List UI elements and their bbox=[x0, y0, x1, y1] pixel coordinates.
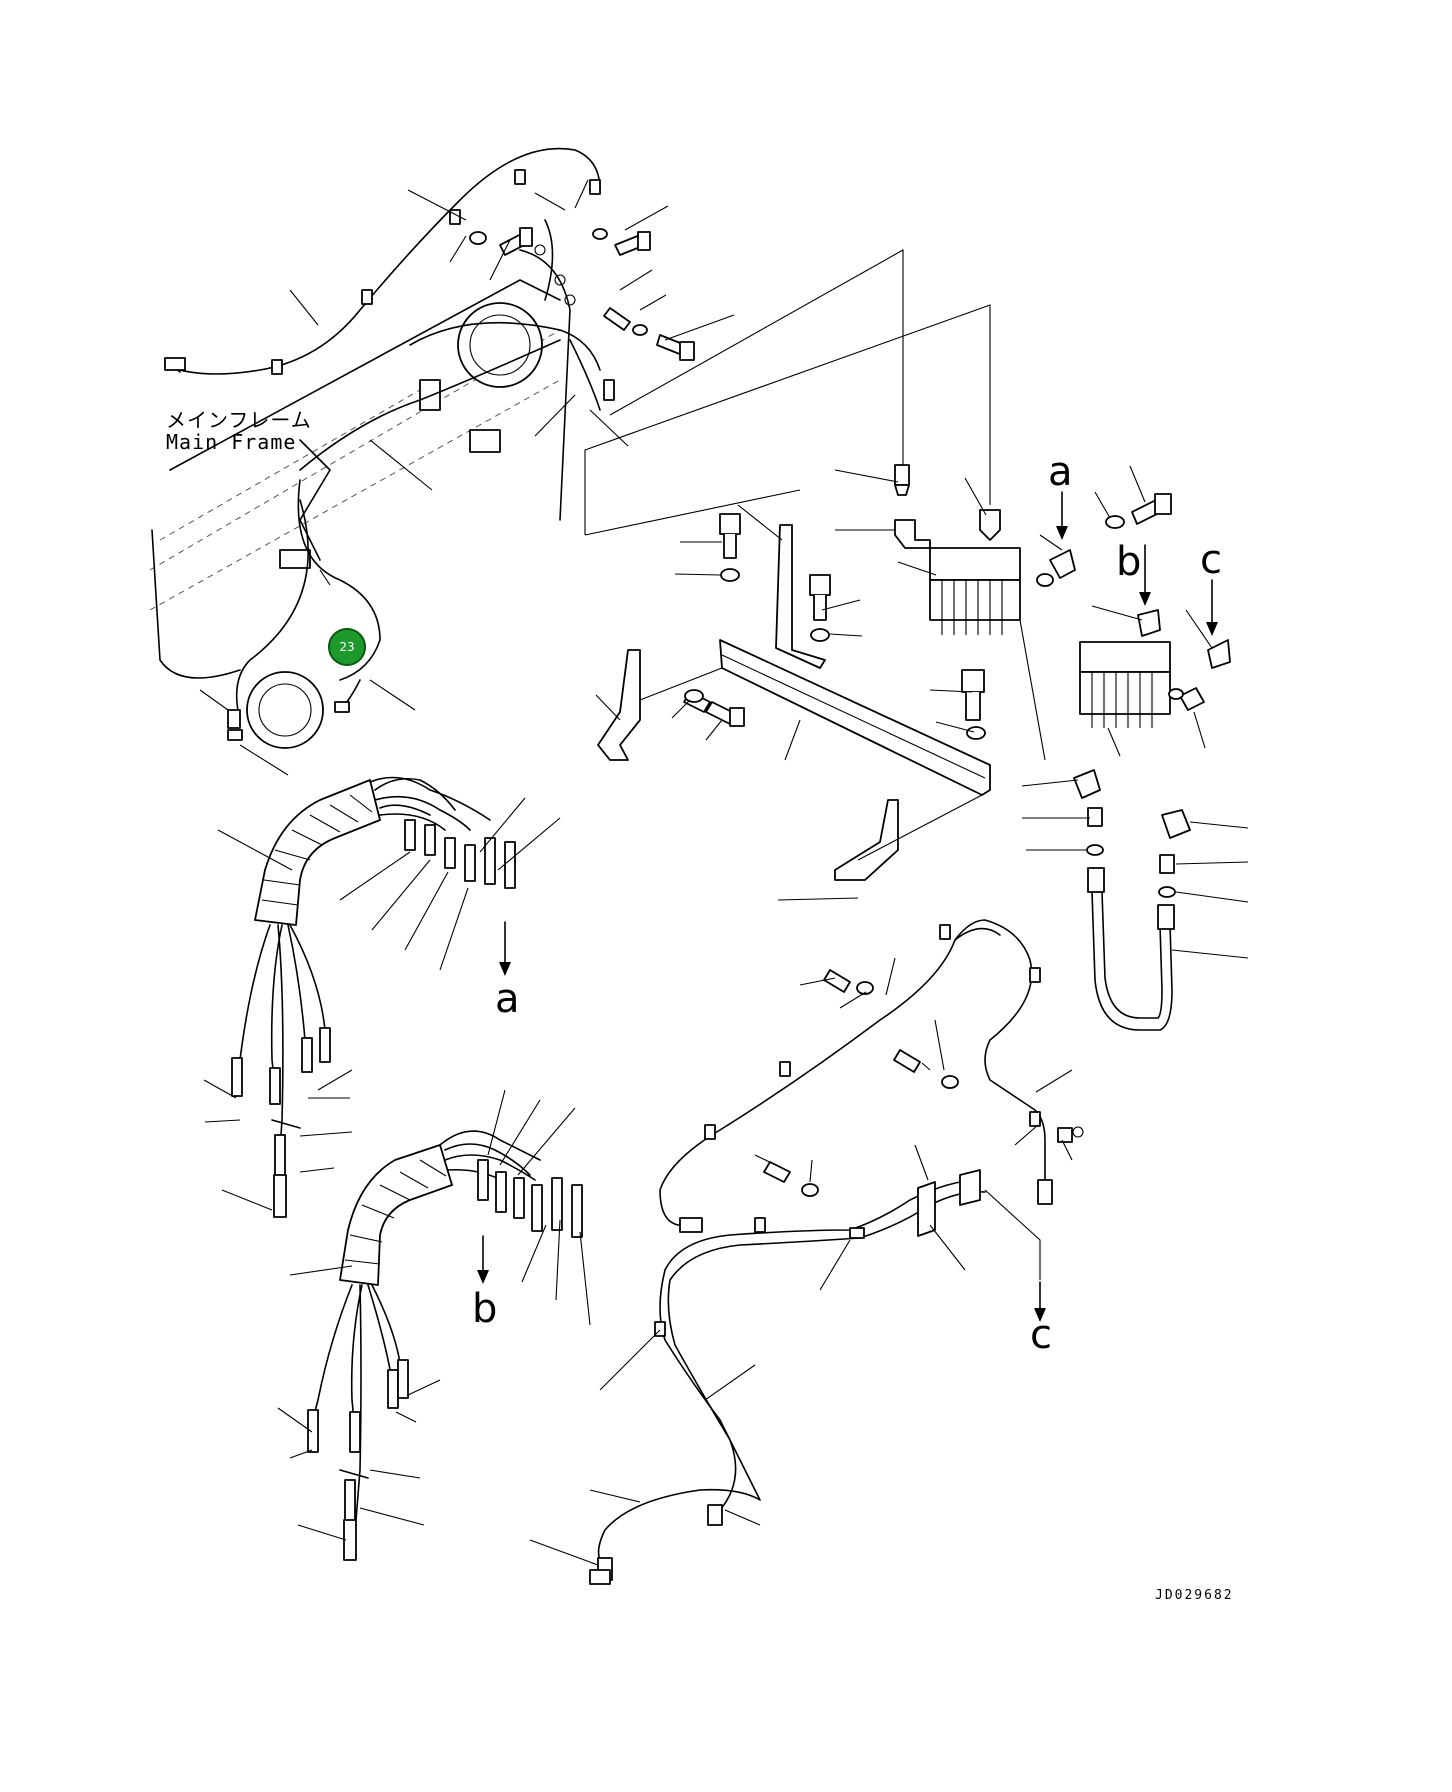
hose-assembly bbox=[1021, 769, 1249, 1031]
frame-to-block-lines bbox=[584, 249, 991, 536]
arrow-label-a-bottom: a bbox=[495, 976, 520, 1022]
harness-a bbox=[231, 776, 516, 1218]
lube-block-a bbox=[894, 464, 1172, 635]
right-cable bbox=[659, 919, 1084, 1233]
arrow-label-b-top: b bbox=[1116, 539, 1141, 585]
arrow-label-a-top: a bbox=[1048, 449, 1073, 495]
bottom-right-cable bbox=[529, 1144, 1041, 1581]
main-frame-label-jp: メインフレーム bbox=[166, 408, 312, 432]
lube-block-b bbox=[1079, 609, 1231, 728]
frame-fasteners bbox=[469, 227, 695, 361]
connection-arrow bbox=[477, 491, 1218, 1322]
arrow-label-c-bottom: c bbox=[1030, 1312, 1052, 1358]
bracket-assembly bbox=[597, 513, 991, 881]
harness-a-leaders bbox=[203, 797, 561, 1211]
misc-fittings bbox=[227, 729, 611, 1585]
bracket-leaders bbox=[595, 504, 975, 901]
drawing-code: JD029682 bbox=[1155, 1588, 1234, 1603]
upper-frame-cable bbox=[164, 147, 615, 729]
arrow-label-b-bottom: b bbox=[472, 1286, 497, 1332]
callout-badge[interactable]: 23 bbox=[328, 628, 366, 666]
harness-b bbox=[307, 1130, 583, 1561]
lube-leaders bbox=[834, 465, 1213, 761]
main-frame-label-en: Main Frame bbox=[166, 430, 297, 454]
arrow-label-c-top: c bbox=[1200, 537, 1222, 583]
frame-leaders bbox=[199, 179, 735, 776]
harness-b-leaders bbox=[277, 1089, 591, 1541]
